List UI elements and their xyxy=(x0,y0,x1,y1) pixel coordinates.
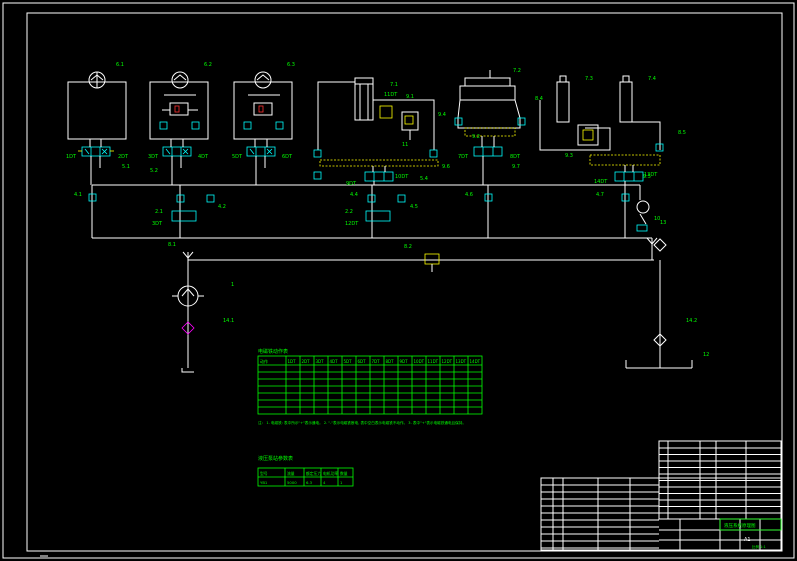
svg-text:2.2: 2.2 xyxy=(345,209,353,215)
pump-station xyxy=(172,237,693,373)
title-block: 液压系统原理图 A1 比例 1:1 xyxy=(540,440,782,551)
actuator-group-61 xyxy=(67,71,127,185)
table-header-cell: 13DT xyxy=(456,359,467,364)
svg-text:12DT: 12DT xyxy=(345,221,359,227)
svg-text:5.1: 5.1 xyxy=(122,164,130,170)
table-header-cell: 2DT xyxy=(302,359,311,364)
drawing-scale: 比例 1:1 xyxy=(752,544,766,549)
svg-text:7DT: 7DT xyxy=(458,154,469,160)
table-header-cell: 11DT xyxy=(428,359,439,364)
svg-text:8.4: 8.4 xyxy=(535,96,543,102)
svg-text:2DT: 2DT xyxy=(118,154,129,160)
pump-table-value: 1 xyxy=(340,480,343,485)
pressure-manifold xyxy=(88,184,652,239)
pump-table-header: 电机功率 xyxy=(323,471,338,476)
actuator-group-62 xyxy=(149,71,209,185)
svg-text:5DT: 5DT xyxy=(232,154,243,160)
inner-border xyxy=(26,12,783,552)
svg-text:3DT: 3DT xyxy=(148,154,159,160)
svg-text:9.4: 9.4 xyxy=(438,112,446,118)
pump-parameter-table: 液压泵站参数表 型号 流量 额定压力电机功率数量 YB1 5000 6.3 4 1 xyxy=(257,455,354,487)
svg-text:8.1: 8.1 xyxy=(168,242,176,248)
svg-text:8DT: 8DT xyxy=(510,154,521,160)
svg-text:6DT: 6DT xyxy=(282,154,293,160)
pump-table-header: 数量 xyxy=(340,471,348,476)
svg-text:9.7: 9.7 xyxy=(512,164,520,170)
svg-text:5.4: 5.4 xyxy=(420,176,428,182)
table-header-cell: 10DT xyxy=(414,359,425,364)
pump-table-value: 5000 xyxy=(287,480,297,485)
pump-table-header: 型号 xyxy=(260,471,268,476)
action-table-title: 电磁铁动作表 xyxy=(258,348,288,355)
svg-text:9DT: 9DT xyxy=(346,181,357,187)
actuator-group-72 xyxy=(454,70,526,185)
actuator-group-71 xyxy=(313,77,439,185)
svg-text:7.3: 7.3 xyxy=(585,76,593,82)
svg-text:3DT: 3DT xyxy=(152,221,163,227)
table-header-cell: 9DT xyxy=(400,359,409,364)
svg-text:4.7: 4.7 xyxy=(596,192,604,198)
table-header-cell: 4DT xyxy=(330,359,339,364)
svg-text:9.6: 9.6 xyxy=(442,164,450,170)
drawing-title: 液压系统原理图 xyxy=(724,522,756,529)
svg-text:11DT: 11DT xyxy=(384,92,398,98)
svg-text:4.5: 4.5 xyxy=(410,204,418,210)
svg-text:1DT: 1DT xyxy=(66,154,77,160)
svg-text:4.4: 4.4 xyxy=(350,192,358,198)
svg-text:6.3: 6.3 xyxy=(287,62,295,68)
table-header-cell: 动作 xyxy=(260,358,268,364)
svg-text:5.2: 5.2 xyxy=(150,168,158,174)
actuator-group-73-74 xyxy=(539,75,664,185)
svg-text:10DT: 10DT xyxy=(395,174,409,180)
pump-table-title: 液压泵站参数表 xyxy=(258,455,293,462)
table-header-cell: 7DT xyxy=(372,359,381,364)
pump-table-value: 6.3 xyxy=(306,480,313,485)
svg-text:6.2: 6.2 xyxy=(204,62,212,68)
table-header-cell: 14DT xyxy=(470,359,481,364)
svg-text:13: 13 xyxy=(660,220,666,226)
svg-text:4.6: 4.6 xyxy=(465,192,473,198)
svg-text:7.1: 7.1 xyxy=(390,82,398,88)
table-header-cell: 3DT xyxy=(316,359,325,364)
table-header-cell: 8DT xyxy=(386,359,395,364)
action-table-note: 注： 1. 电磁铁: 表中所示"+"表示通电。 2. "-"表示电磁铁断电, 表… xyxy=(258,420,466,425)
svg-text:4DT: 4DT xyxy=(198,154,209,160)
svg-text:10: 10 xyxy=(654,216,660,222)
pump-table-value: YB1 xyxy=(260,480,268,485)
svg-text:2.1: 2.1 xyxy=(155,209,163,215)
svg-text:6.1: 6.1 xyxy=(116,62,124,68)
sheet-size: A1 xyxy=(744,537,751,543)
pump-table-header: 流量 xyxy=(287,471,295,476)
actuator-group-63 xyxy=(233,71,293,185)
svg-text:7.2: 7.2 xyxy=(513,68,521,74)
svg-text:9.5: 9.5 xyxy=(643,174,651,180)
table-header-cell: 5DT xyxy=(344,359,353,364)
svg-text:11: 11 xyxy=(402,142,408,148)
svg-text:12: 12 xyxy=(703,352,709,358)
solenoid-action-table: 电磁铁动作表 动作 1DT 2DT 3DT 4DT 5DT 6DT 7DT 8DT 9DT 10DT… xyxy=(257,348,483,425)
svg-text:9.3: 9.3 xyxy=(565,153,573,159)
pump-table-value: 4 xyxy=(323,480,326,485)
svg-text:4.1: 4.1 xyxy=(74,192,82,198)
svg-text:8.5: 8.5 xyxy=(678,130,686,136)
svg-text:14.2: 14.2 xyxy=(686,318,697,324)
svg-text:14.1: 14.1 xyxy=(223,318,234,324)
svg-text:1: 1 xyxy=(231,282,234,288)
pump-table-header: 额定压力 xyxy=(306,471,321,476)
table-header-cell: 6DT xyxy=(358,359,367,364)
table-header-cell: 12DT xyxy=(442,359,453,364)
svg-text:7.4: 7.4 xyxy=(648,76,656,82)
svg-text:8.2: 8.2 xyxy=(404,244,412,250)
svg-text:9.2: 9.2 xyxy=(472,134,480,140)
svg-text:9.1: 9.1 xyxy=(406,94,414,100)
svg-text:14DT: 14DT xyxy=(594,179,608,185)
svg-text:13DT: 13DT xyxy=(644,172,658,178)
component-labels: 6.1 6.2 6.3 7.1 7.2 7.3 7.4 1 12 13 14.1… xyxy=(66,62,709,358)
svg-text:4.2: 4.2 xyxy=(218,204,226,210)
table-header-cell: 1DT xyxy=(288,359,297,364)
